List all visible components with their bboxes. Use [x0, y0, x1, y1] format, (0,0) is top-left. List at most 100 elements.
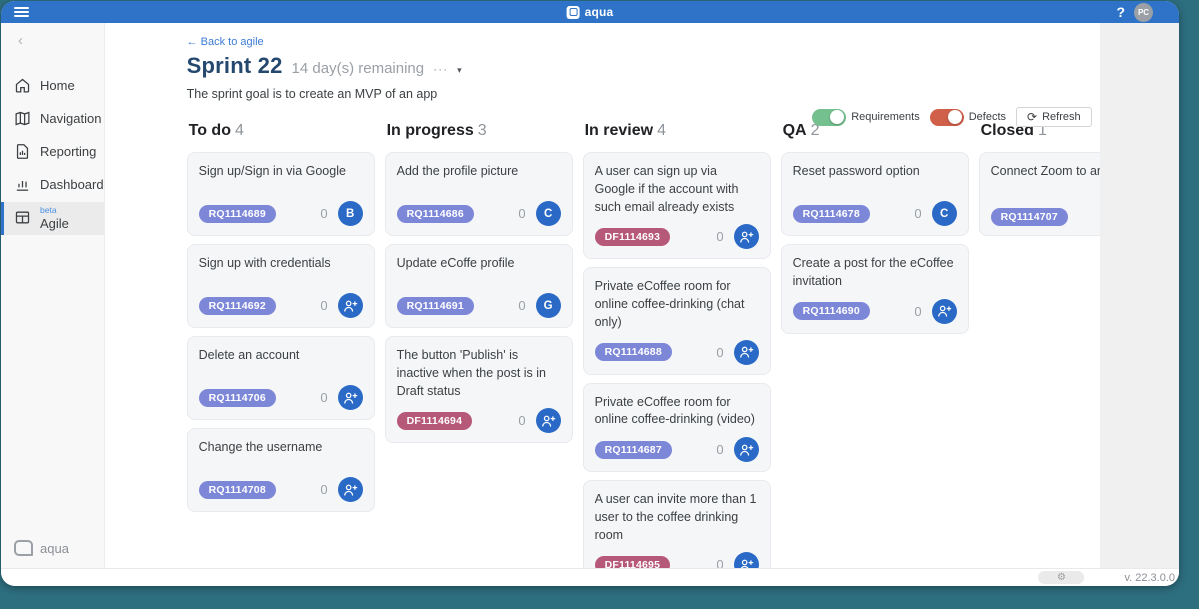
- refresh-button[interactable]: ⟳ Refresh: [1016, 107, 1092, 127]
- kanban-card[interactable]: Create a post for the eCoffee invitation…: [780, 244, 969, 334]
- kanban-card[interactable]: Private eCoffee room for online coffee-d…: [582, 267, 771, 375]
- sidebar-item-label: Agile: [40, 215, 69, 231]
- card-title: Sign up/Sign in via Google: [198, 164, 346, 178]
- top-bar: aqua ? PC: [1, 1, 1179, 23]
- page-title: Sprint 22: [186, 53, 283, 78]
- defects-toggle[interactable]: Defects: [929, 108, 1006, 126]
- kanban-card[interactable]: The button 'Publish' is inactive when th…: [384, 336, 573, 444]
- version-label: v. 22.3.0.0: [1124, 571, 1175, 584]
- card-title: Add the profile picture: [396, 164, 519, 178]
- assign-user-icon[interactable]: [337, 477, 363, 502]
- assign-user-icon[interactable]: [535, 408, 561, 434]
- card-title: Private eCoffee room for online coffee-d…: [594, 279, 745, 329]
- card-id-badge[interactable]: RQ1114692: [198, 296, 276, 315]
- requirements-toggle[interactable]: Requirements: [812, 108, 920, 126]
- settings-button[interactable]: ⚙: [1038, 571, 1085, 584]
- sprint-remaining-label: 14 day(s) remaining: [291, 60, 425, 77]
- kanban-card[interactable]: A user can sign up via Google if the acc…: [582, 152, 771, 260]
- assignee-avatar[interactable]: C: [535, 201, 561, 226]
- sidebar-item-reporting[interactable]: Reporting: [1, 136, 104, 169]
- card-id-badge[interactable]: RQ1114687: [594, 440, 672, 459]
- reporting-icon: [14, 143, 31, 163]
- card-title: Create a post for the eCoffee invitation: [792, 256, 954, 288]
- help-button[interactable]: ?: [1116, 4, 1125, 20]
- assign-user-icon[interactable]: [733, 437, 759, 462]
- refresh-button-label: Refresh: [1042, 111, 1081, 123]
- assignee-avatar[interactable]: G: [535, 293, 561, 318]
- card-count: 0: [320, 390, 328, 405]
- assign-user-icon[interactable]: [337, 385, 363, 410]
- assign-user-icon[interactable]: [733, 339, 759, 365]
- card-title: Update eCoffe profile: [396, 256, 515, 270]
- requirements-switch[interactable]: [812, 108, 847, 126]
- aqua-logo-icon: [566, 5, 580, 19]
- agile-icon: [14, 209, 31, 229]
- card-id-badge[interactable]: RQ1114691: [396, 296, 474, 315]
- card-id-badge[interactable]: RQ1114686: [396, 204, 474, 223]
- card-id-badge[interactable]: RQ1114706: [198, 388, 276, 407]
- card-count: 0: [320, 206, 328, 221]
- assign-user-icon[interactable]: [733, 552, 759, 568]
- assignee-avatar[interactable]: B: [337, 201, 363, 226]
- card-id-badge[interactable]: RQ1114688: [594, 343, 672, 361]
- card-count: 0: [914, 206, 922, 221]
- card-count: 0: [320, 482, 328, 497]
- column-name: To do: [188, 122, 231, 139]
- card-id-badge[interactable]: DF1114695: [594, 555, 671, 568]
- right-gutter: [1099, 23, 1179, 568]
- card-id-badge[interactable]: RQ1114678: [792, 204, 870, 223]
- card-id-badge[interactable]: RQ1114708: [198, 480, 276, 499]
- assign-user-icon[interactable]: [931, 298, 957, 324]
- kanban-card[interactable]: A user can invite more than 1 user to th…: [582, 480, 771, 568]
- user-avatar[interactable]: PC: [1134, 2, 1153, 22]
- board-controls: Requirements Defects ⟳ Refresh: [812, 107, 1092, 127]
- kanban-card[interactable]: Connect Zoom to an acRQ1114707: [978, 152, 1100, 236]
- column-count: 3: [477, 122, 487, 139]
- more-options-icon[interactable]: ···: [433, 62, 449, 76]
- map-icon: [14, 110, 31, 130]
- app-name: aqua: [584, 5, 614, 19]
- sprint-goal-text: The sprint goal is to create an MVP of a…: [186, 87, 438, 101]
- assignee-avatar[interactable]: C: [931, 201, 957, 226]
- card-id-badge[interactable]: RQ1114707: [990, 208, 1068, 226]
- kanban-card[interactable]: Private eCoffee room for online coffee-d…: [582, 382, 771, 472]
- assign-user-icon[interactable]: [733, 224, 759, 250]
- card-title: The button 'Publish' is inactive when th…: [396, 348, 546, 398]
- card-id-badge[interactable]: RQ1114689: [198, 204, 276, 223]
- beta-badge: beta: [40, 205, 57, 216]
- home-icon: [14, 77, 31, 97]
- chevron-down-icon[interactable]: ▾: [457, 65, 462, 75]
- card-id-badge[interactable]: DF1114693: [594, 227, 671, 246]
- app-logo: aqua: [566, 1, 614, 23]
- column-count: 4: [234, 122, 244, 139]
- sidebar-item-home[interactable]: Home: [1, 70, 104, 103]
- assign-user-icon[interactable]: [337, 293, 363, 318]
- column-count: 4: [657, 122, 666, 139]
- sidebar-collapse-button[interactable]: ‹: [18, 32, 23, 49]
- hamburger-menu-icon[interactable]: [14, 5, 29, 19]
- sidebar-item-dashboard[interactable]: Dashboard: [1, 169, 104, 202]
- sidebar-item-navigation[interactable]: Navigation: [1, 103, 104, 136]
- sidebar-logo-text: aqua: [40, 540, 69, 556]
- back-to-agile-link[interactable]: ← Back to agile: [186, 36, 264, 48]
- card-id-badge[interactable]: RQ1114690: [792, 302, 870, 320]
- defects-switch[interactable]: [929, 108, 964, 126]
- card-id-badge[interactable]: DF1114694: [396, 411, 473, 430]
- window-footer: ⚙ v. 22.3.0.0: [1, 568, 1179, 586]
